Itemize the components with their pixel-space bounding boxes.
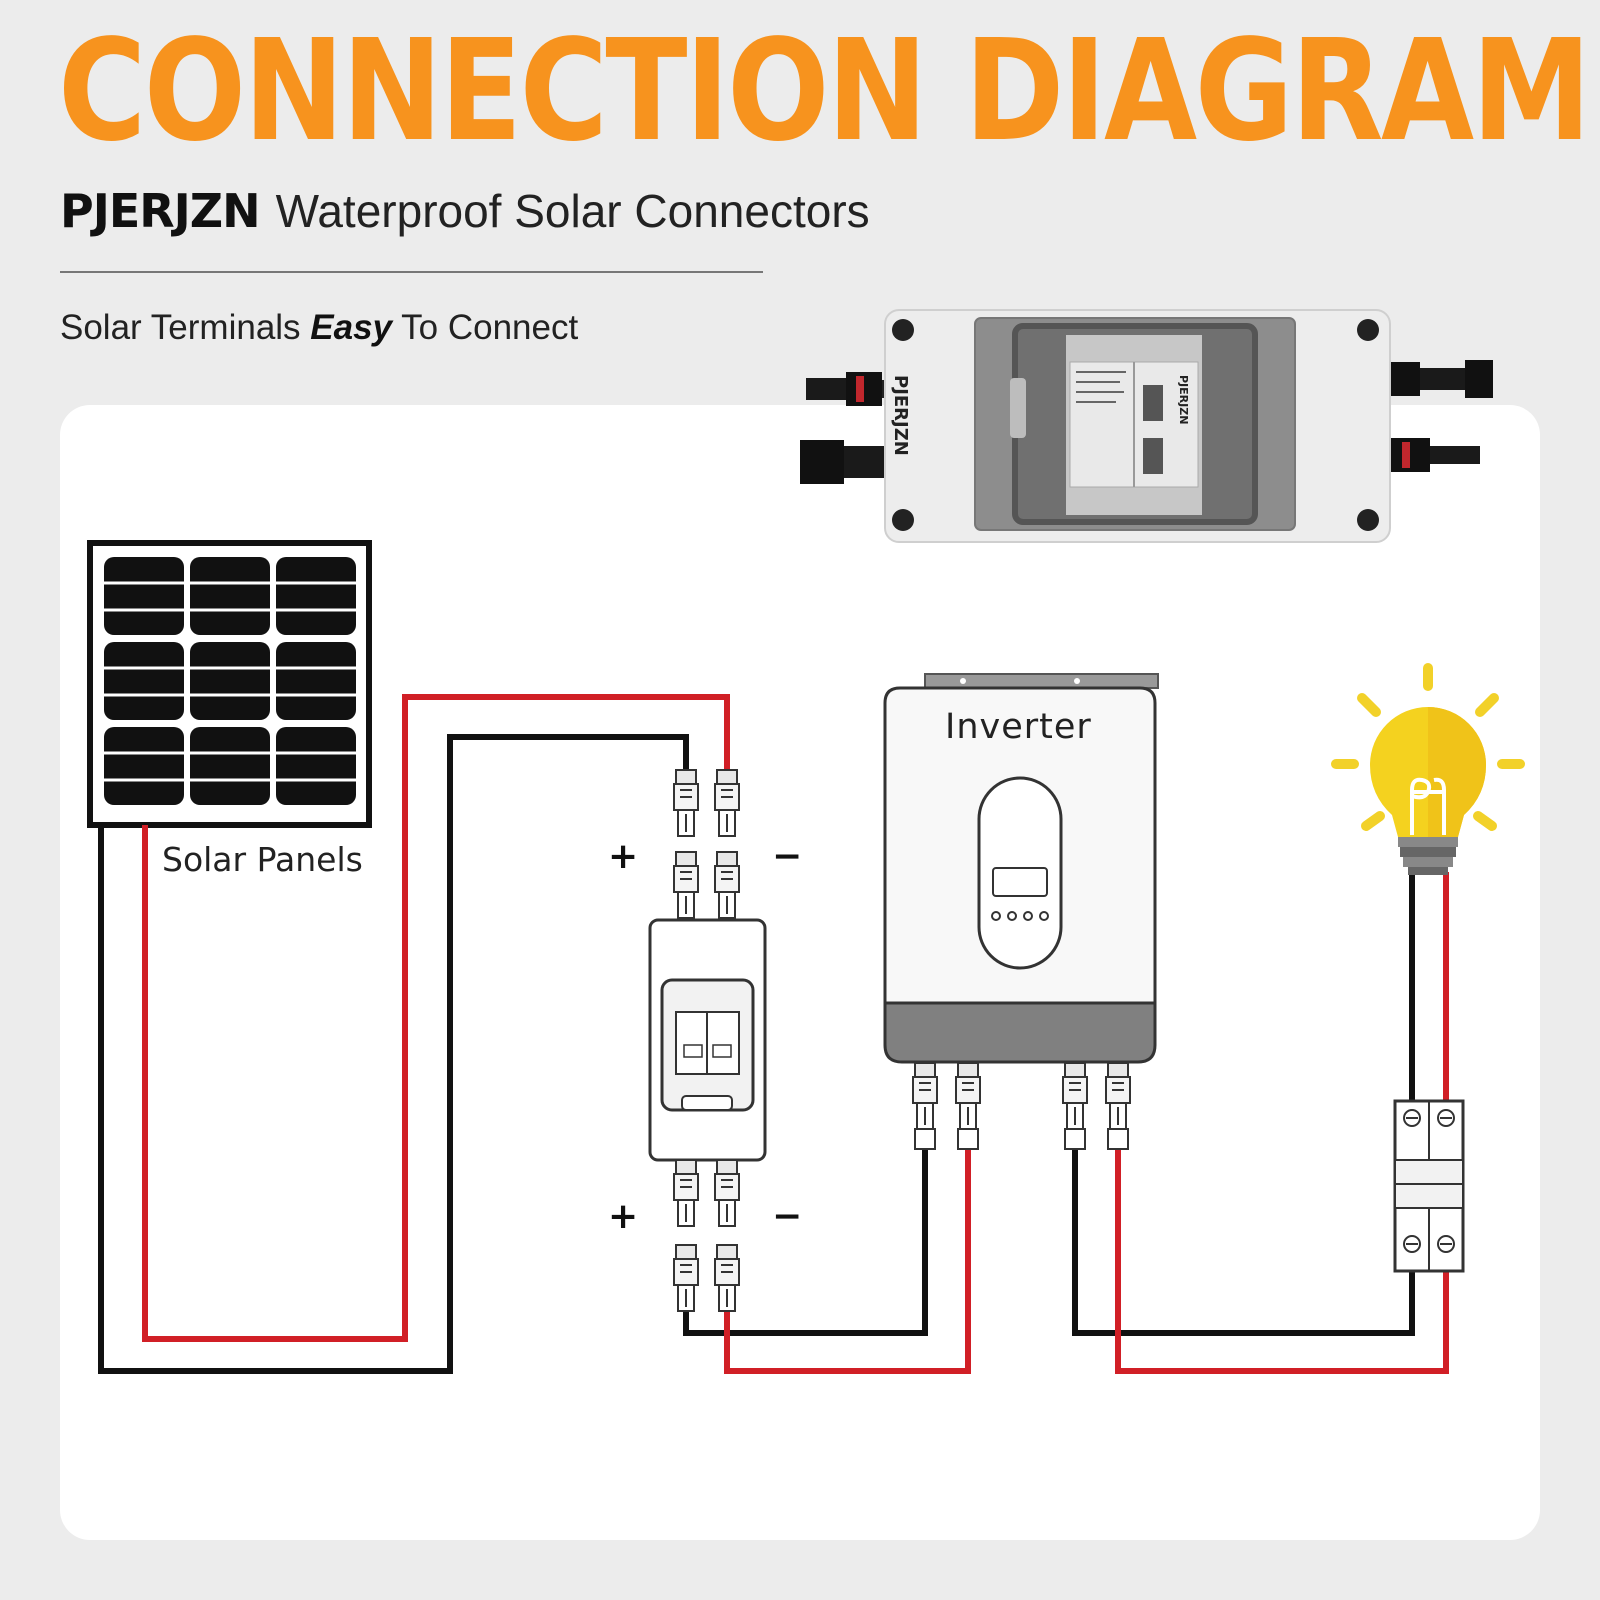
light-bulb-icon (1331, 663, 1525, 875)
mc4-connectors-top (673, 769, 740, 919)
tagline-emphasis: Easy (310, 308, 393, 347)
circuit-breaker (1393, 1099, 1465, 1273)
breaker-brand-text: PJERJZN (1177, 375, 1190, 424)
tagline-post: To Connect (401, 308, 579, 347)
device-brand-text: PJERJZN (890, 375, 911, 456)
divider (60, 271, 763, 273)
mc4-connectors-inverter (912, 1062, 1131, 1150)
subtitle-text: Waterproof Solar Connectors (275, 185, 870, 237)
tagline: Solar Terminals Easy To Connect (60, 308, 578, 348)
plus-sign-top: + (608, 836, 639, 877)
solar-panel (87, 540, 372, 828)
inverter-label: Inverter (945, 707, 1092, 747)
mc4-connectors-bottom (673, 1159, 740, 1312)
minus-sign-bottom: − (772, 1196, 803, 1237)
tagline-pre: Solar Terminals (60, 308, 301, 347)
wires-panel-to-combiner (98, 694, 730, 1374)
plus-sign-bottom: + (608, 1196, 639, 1237)
page-title: CONNECTION DIAGRAM (58, 10, 1591, 173)
minus-sign-top: − (772, 836, 803, 877)
subtitle: PJERJZN Waterproof Solar Connectors (60, 184, 870, 238)
wires-inverter-to-breaker (1072, 1148, 1449, 1374)
brand-logo: PJERJZN (60, 184, 261, 238)
inverter (883, 673, 1159, 1064)
device-enclosure-photo: PJERJZN PJERJZN (800, 309, 1493, 543)
wires-breaker-to-bulb (1409, 872, 1449, 1104)
wires-combiner-to-inverter (683, 1148, 971, 1374)
combiner-box (648, 918, 767, 1162)
solar-panels-label: Solar Panels (162, 840, 363, 879)
